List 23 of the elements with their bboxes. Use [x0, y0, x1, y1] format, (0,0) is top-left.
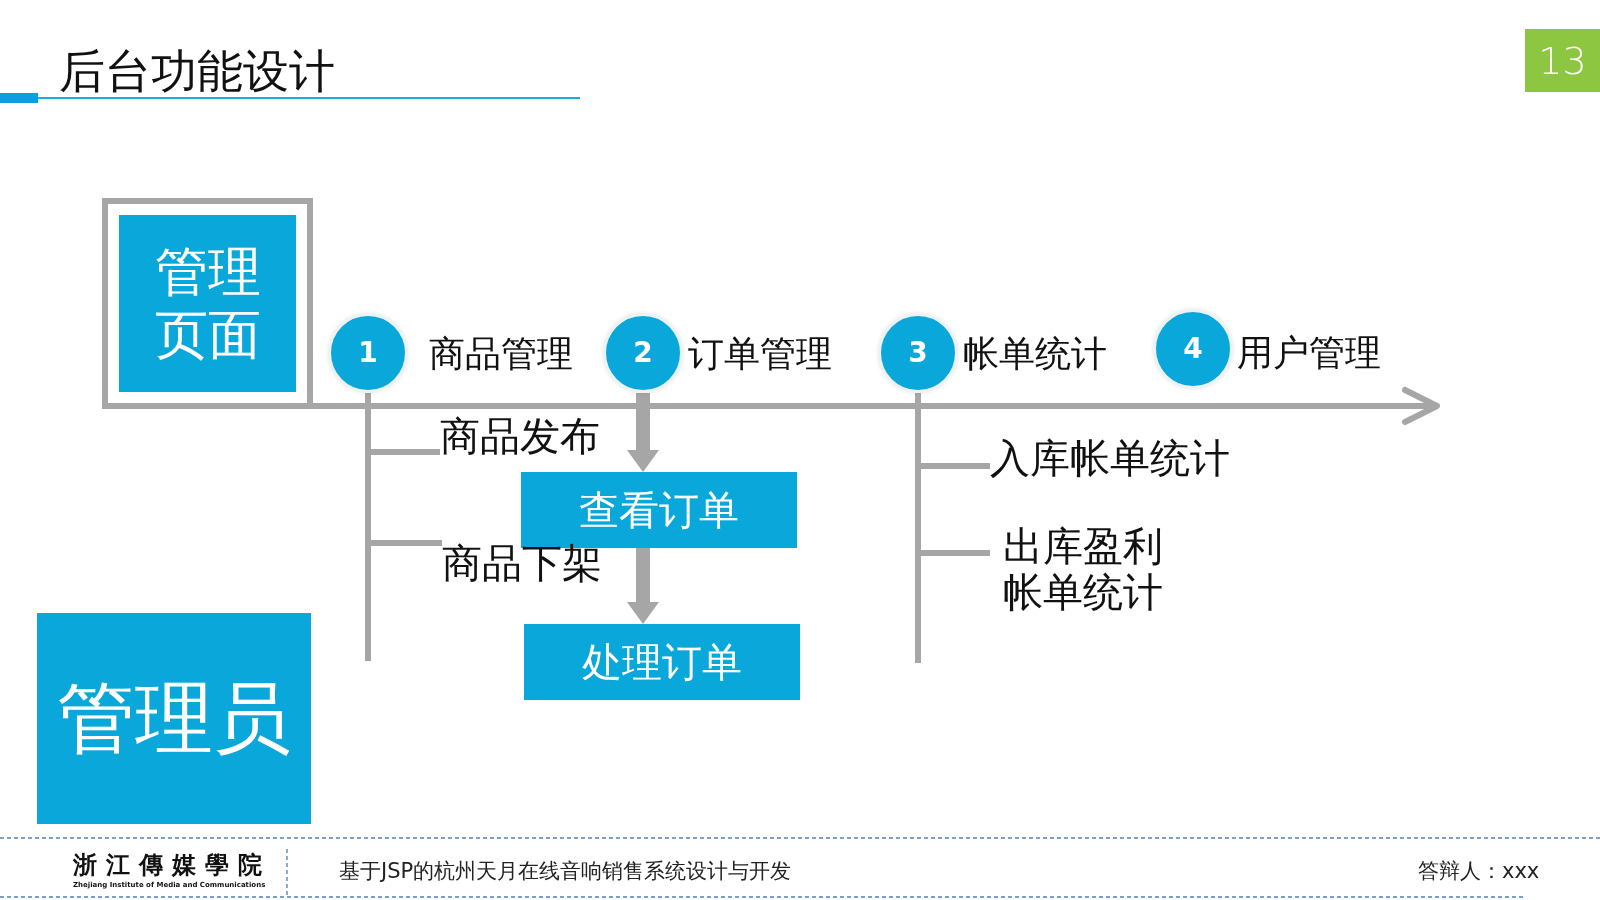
footer-text: 基于JSP的杭州天月在线音响销售系统设计与开发 — [339, 858, 792, 885]
step-label: 帐单统计 — [963, 332, 1107, 376]
slide-title: 后台功能设计 — [59, 43, 335, 100]
step-label: 用户管理 — [1237, 331, 1381, 375]
step-number: 1 — [358, 339, 378, 367]
flow-arrow — [627, 548, 659, 624]
step-number: 3 — [908, 339, 928, 367]
page-number: 13 — [1525, 29, 1600, 92]
flow-arrow — [627, 393, 659, 472]
step-number: 4 — [1183, 335, 1203, 363]
step-label: 订单管理 — [688, 332, 832, 376]
item-label: 商品发布 — [440, 410, 600, 462]
step-label: 商品管理 — [429, 332, 573, 376]
heading-box: 管理页面 — [119, 215, 296, 392]
step-number: 2 — [633, 339, 653, 367]
presenter-text: 答辩人：xxx — [1418, 858, 1540, 885]
process-box: 处理订单 — [524, 624, 800, 700]
timeline-arrow — [313, 387, 1440, 425]
role-box: 管理员 — [37, 613, 311, 824]
school-name: 浙江傳媒學院 — [73, 850, 271, 880]
item-label: 出库盈利帐单统计 — [990, 523, 1170, 615]
framed-box — [102, 198, 313, 409]
item-label: 入库帐单统计 — [990, 432, 1230, 484]
